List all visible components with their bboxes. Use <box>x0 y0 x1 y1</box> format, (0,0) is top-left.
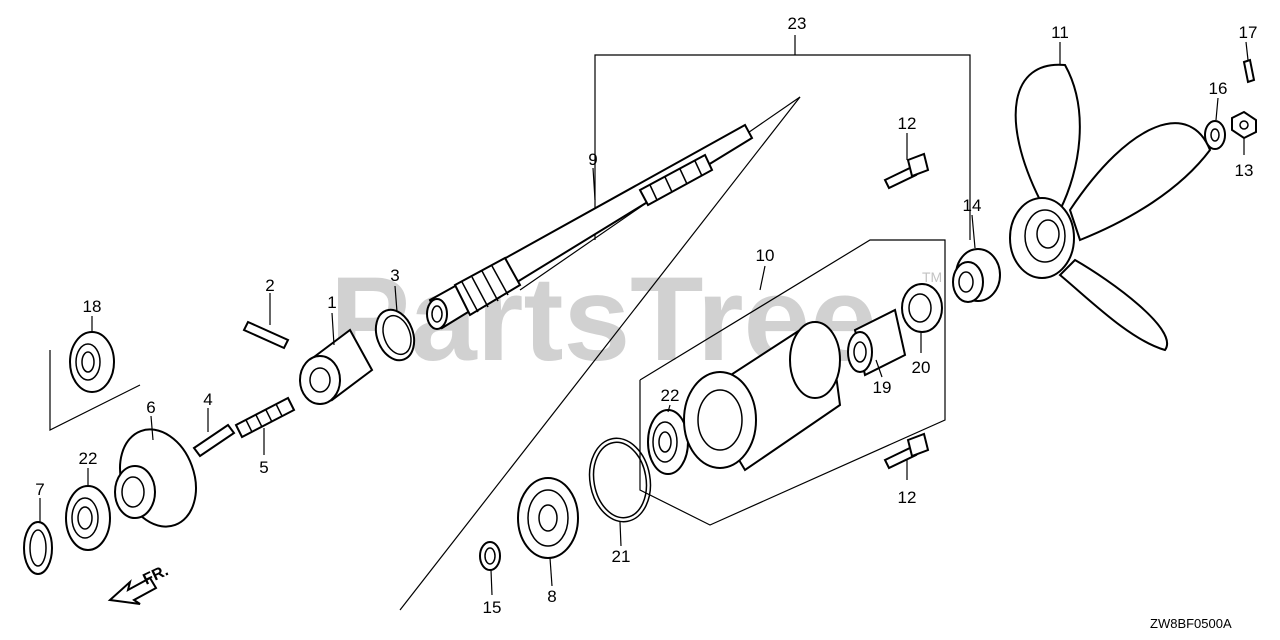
callout-15: 15 <box>483 598 502 617</box>
front-direction-arrow: FR. <box>107 562 172 605</box>
callout-13: 13 <box>1235 161 1254 180</box>
oil-seal <box>901 283 943 333</box>
callout-18: 18 <box>83 297 102 316</box>
callout-2: 2 <box>265 276 274 295</box>
roller-bearing <box>847 308 907 377</box>
callout-6: 6 <box>146 398 155 417</box>
thrust-washer <box>23 521 53 575</box>
castle-nut <box>1231 110 1257 140</box>
propeller-shaft <box>426 123 754 330</box>
callout-14: 14 <box>963 196 982 215</box>
callout-17: 17 <box>1239 23 1258 42</box>
callout-11: 11 <box>1051 23 1069 42</box>
ball-bearing-left <box>65 485 111 551</box>
ball-bearing-right <box>647 409 689 475</box>
callout-7: 7 <box>35 480 44 499</box>
clutch-dog <box>299 328 374 405</box>
reverse-gear <box>517 477 579 559</box>
drawing-code: ZW8BF0500A <box>1150 616 1232 631</box>
callout-1: 1 <box>327 293 336 312</box>
callout-23: 23 <box>788 14 807 33</box>
pin <box>192 423 236 458</box>
direction-label: FR. <box>141 562 172 588</box>
callout-5: 5 <box>259 458 268 477</box>
forward-gear <box>114 428 197 528</box>
callout-21: 21 <box>612 547 631 566</box>
callout-3: 3 <box>390 266 399 285</box>
spring <box>234 396 296 439</box>
callout-12-upper: 12 <box>898 114 917 133</box>
bolt-lower <box>883 432 930 470</box>
thrust-washer-14 <box>952 248 1001 303</box>
leader-lines <box>39 41 1249 596</box>
needle-bearing <box>69 331 115 393</box>
callout-labels: 1 2 3 4 5 6 7 8 9 10 11 12 12 13 14 15 1… <box>35 14 1257 617</box>
callout-8: 8 <box>547 587 556 606</box>
callout-9: 9 <box>588 150 597 169</box>
bracket-18 <box>49 350 141 431</box>
callout-10: 10 <box>756 246 775 265</box>
callout-19: 19 <box>873 378 892 397</box>
callout-20: 20 <box>912 358 931 377</box>
clutch-pin <box>242 320 290 350</box>
bearing-holder <box>683 321 842 472</box>
bolt-upper <box>883 152 930 190</box>
group-bracket-23 <box>594 35 971 240</box>
propeller <box>1009 63 1212 352</box>
callout-22-right: 22 <box>661 386 680 405</box>
callout-16: 16 <box>1209 79 1228 98</box>
washer-16 <box>1204 120 1226 150</box>
watermark-trademark: TM <box>922 269 942 285</box>
o-ring <box>588 437 652 523</box>
washer <box>479 541 501 571</box>
ring <box>374 308 416 362</box>
cotter-pin <box>1242 58 1256 84</box>
callout-22-left: 22 <box>79 449 98 468</box>
group-frame-10 <box>639 239 946 526</box>
callout-4: 4 <box>203 390 212 409</box>
callout-12-lower: 12 <box>898 488 917 507</box>
